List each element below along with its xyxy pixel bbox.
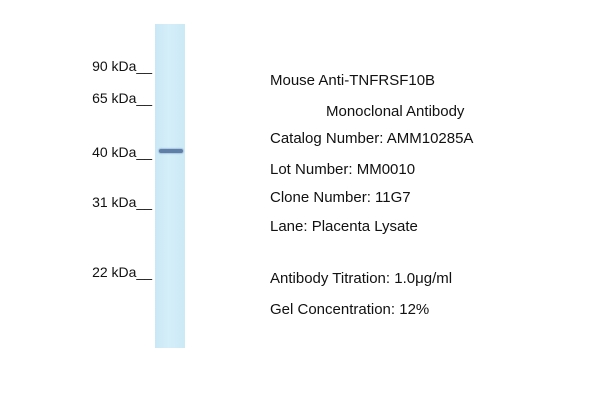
antibody-title: Mouse Anti-TNFRSF10B [270, 72, 436, 89]
marker-22-kda: 22 kDa__ [92, 264, 152, 280]
gel-concentration: Gel Concentration: 12% [270, 301, 430, 318]
marker-40-kda: 40 kDa__ [92, 144, 152, 160]
marker-90-kda: 90 kDa__ [92, 58, 152, 74]
lane-description: Lane: Placenta Lysate [270, 218, 418, 235]
antibody-subtitle: Monoclonal Antibody [326, 103, 465, 120]
protein-band [159, 149, 183, 153]
antibody-titration: Antibody Titration: 1.0μg/ml [270, 270, 453, 287]
catalog-number: Catalog Number: AMM10285A [270, 130, 474, 147]
clone-number: Clone Number: 11G7 [270, 189, 411, 206]
marker-31-kda: 31 kDa__ [92, 194, 152, 210]
marker-65-kda: 65 kDa__ [92, 90, 152, 106]
lot-number: Lot Number: MM0010 [270, 161, 416, 178]
gel-lane [155, 24, 185, 348]
